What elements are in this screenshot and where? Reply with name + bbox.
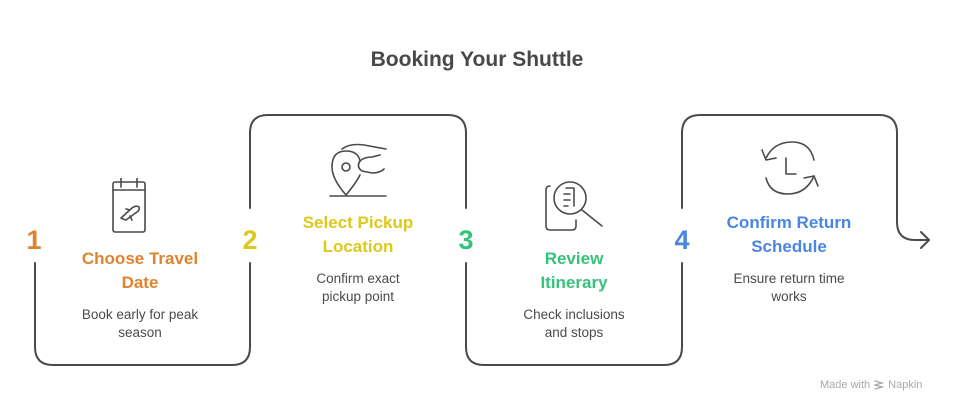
step-number-1: 1 [26,225,42,255]
step-title-3: Review Itinerary [540,249,608,292]
step-desc-3: Check inclusions and stops [523,307,625,340]
napkin-brand: Napkin [888,379,923,391]
calendar-plane-icon [112,178,146,233]
document-search-icon [545,181,603,231]
step-title-4: Confirm Return Schedule [726,213,852,256]
made-with-napkin[interactable]: Made with Napkin [820,379,922,391]
location-pin-hand-icon [329,143,387,197]
napkin-logo-icon [874,379,885,390]
clock-refresh-icon [761,141,819,195]
step-desc-2: Confirm exact pickup point [316,271,400,304]
step-title-2: Select Pickup Location [302,213,414,256]
step-number-4: 4 [674,225,690,255]
step-number-3: 3 [458,225,474,255]
step-desc-1: Book early for peak season [81,307,199,340]
step-number-2: 2 [242,225,258,255]
step-title-1: Choose Travel Date [81,249,199,292]
made-with-label: Made with [820,379,871,391]
page-title: Booking Your Shuttle [370,48,584,71]
step-desc-4: Ensure return time works [733,271,845,304]
